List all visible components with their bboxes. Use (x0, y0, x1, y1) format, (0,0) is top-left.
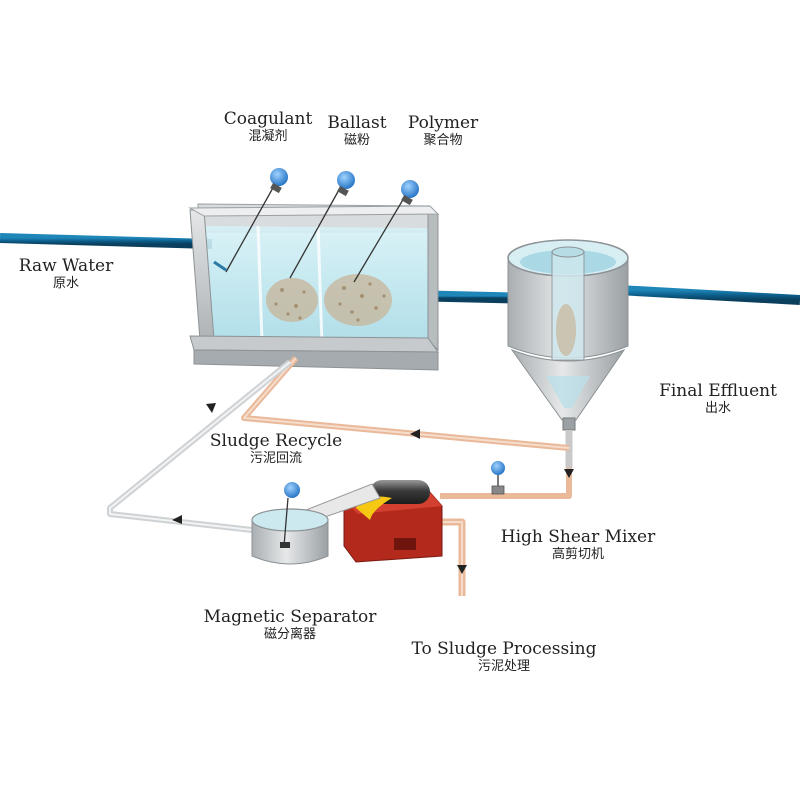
raw-water-label-zh: 原水 (52, 275, 79, 291)
polymer-label-en: Polymer (407, 113, 479, 133)
reaction-tank (188, 203, 440, 371)
coagulant-label: Coagulant 混凝剂 (223, 109, 313, 144)
final-effluent-label-zh: 出水 (704, 400, 731, 416)
high-shear-mixer-label-en: High Shear Mixer (500, 527, 656, 547)
dosing-lines (225, 185, 405, 283)
final-effluent-label: Final Effluent 出水 (659, 381, 777, 416)
ballast-label-zh: 磁粉 (343, 132, 371, 148)
effluent-pipe (617, 285, 800, 305)
raw-water-label: Raw Water 原水 (18, 256, 114, 291)
sludge-recycle-label-zh: 污泥回流 (249, 450, 303, 466)
flow-arrows (172, 403, 574, 574)
coagulant-label-zh: 混凝剂 (248, 128, 288, 144)
high-shear-mixer (305, 480, 443, 563)
to-sludge-processing-label-en: To Sludge Processing (411, 639, 597, 659)
floc-particles (266, 274, 392, 326)
clarifier (507, 239, 629, 431)
coagulant-label-en: Coagulant (223, 109, 313, 129)
magnetic-separator (251, 482, 329, 565)
to-sludge-processing-label: To Sludge Processing 污泥处理 (411, 639, 597, 674)
polymer-injector-icon (401, 180, 419, 206)
polymer-label-zh: 聚合物 (423, 132, 463, 148)
to-sludge-processing-label-zh: 污泥处理 (477, 658, 530, 674)
high-shear-mixer-label: High Shear Mixer 高剪切机 (500, 527, 656, 562)
magnetic-separator-label: Magnetic Separator 磁分离器 (203, 607, 377, 642)
ballast-injector-icon (337, 171, 355, 197)
high-shear-mixer-label-zh: 高剪切机 (551, 546, 604, 562)
raw-water-pipe (0, 233, 213, 249)
sludge-recycle-label: Sludge Recycle 污泥回流 (209, 431, 343, 466)
magnetic-separator-label-zh: 磁分离器 (263, 626, 316, 642)
mixer-injector-icon (491, 461, 505, 495)
magnetic-separator-label-en: Magnetic Separator (203, 607, 377, 627)
final-effluent-label-en: Final Effluent (659, 381, 777, 401)
transfer-pipe (427, 290, 513, 304)
ballast-label: Ballast 磁粉 (327, 113, 387, 148)
polymer-label: Polymer 聚合物 (407, 113, 479, 148)
ballast-label-en: Ballast (327, 113, 387, 133)
coagulant-injector-icon (270, 168, 288, 194)
sludge-recycle-label-en: Sludge Recycle (209, 431, 343, 451)
raw-water-label-en: Raw Water (18, 256, 114, 276)
